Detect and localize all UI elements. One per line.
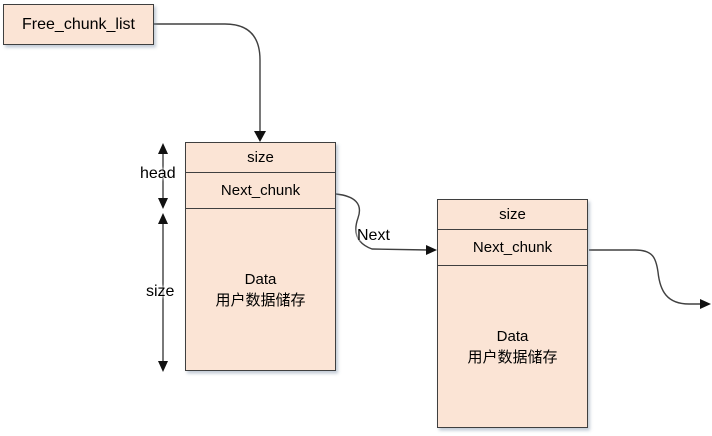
chunk1-data-subtitle: 用户数据储存: [215, 291, 306, 309]
chunk1-next-chunk-label: Next_chunk: [220, 182, 301, 199]
chunk2-next-chunk-label: Next_chunk: [472, 239, 553, 256]
chunk2-next-chunk-cell: Next_chunk: [438, 230, 587, 266]
chunk2-size-label: size: [499, 206, 526, 223]
arrowhead-head-bottom-icon: [158, 198, 168, 209]
chunk1-data-title: Data: [244, 270, 277, 288]
chunk2-data-title: Data: [496, 327, 529, 345]
arrowhead-into-chunk1-icon: [254, 131, 266, 142]
chunk2-data-cell: Data 用户数据储存: [438, 266, 587, 427]
chunk2-next-out-connector: [589, 249, 701, 305]
next-label: Next: [357, 227, 390, 244]
arrowhead-size-bottom-icon: [158, 361, 168, 372]
free-chunk-list-label: Free_chunk_list: [22, 15, 135, 33]
arrowhead-size-top-icon: [158, 213, 168, 224]
chunk1-size-cell: size: [186, 143, 335, 173]
head-label: head: [140, 165, 176, 182]
chunk1-size-label: size: [247, 149, 274, 166]
chunk2-data-subtitle: 用户数据储存: [467, 348, 558, 366]
free-chunk-list-box: Free_chunk_list: [3, 4, 154, 45]
chunk1-next-chunk-cell: Next_chunk: [186, 173, 335, 209]
chunk1-next-to-chunk2-connector: [335, 193, 430, 251]
chunk2-size-cell: size: [438, 200, 587, 230]
chunk2-box: size Next_chunk Data 用户数据储存: [437, 199, 588, 428]
free-list-to-chunk1-connector: [154, 23, 261, 133]
arrowhead-next-out-icon: [700, 299, 711, 309]
chunk1-box: size Next_chunk Data 用户数据储存: [185, 142, 336, 371]
arrowhead-into-chunk2-icon: [426, 245, 437, 255]
chunk1-data-cell: Data 用户数据储存: [186, 209, 335, 370]
arrowhead-head-top-icon: [158, 143, 168, 154]
size-label: size: [146, 283, 175, 300]
